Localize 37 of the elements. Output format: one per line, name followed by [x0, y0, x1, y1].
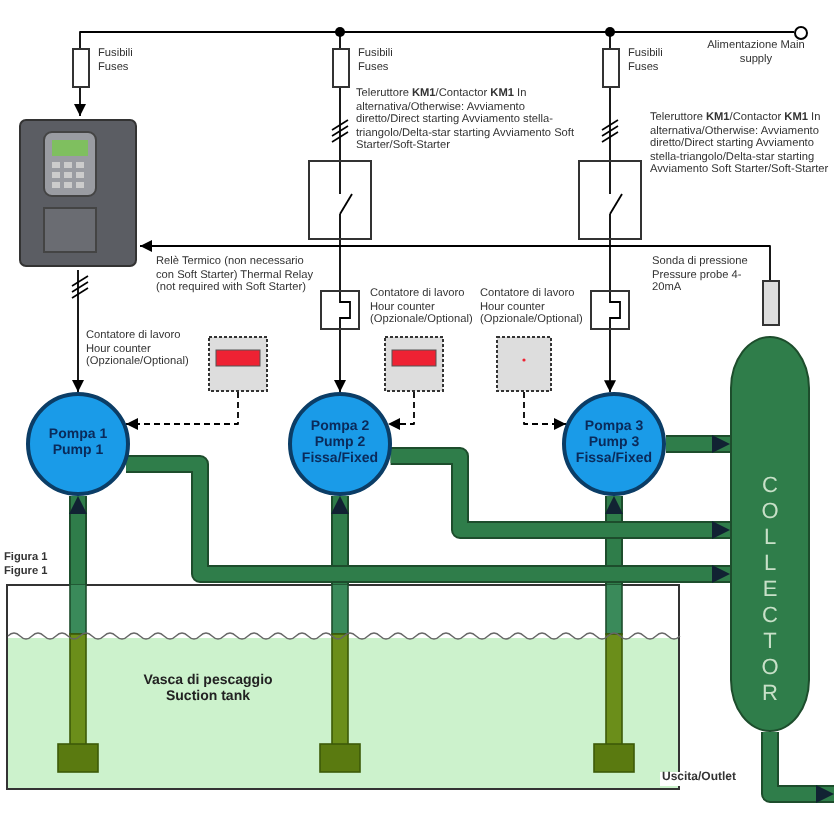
pump-circle — [26, 392, 130, 496]
contactor-box — [308, 160, 372, 240]
fuse-symbol — [602, 48, 620, 88]
collector-label: COLLECTOR — [761, 474, 779, 710]
thermal-relay-box — [590, 290, 630, 330]
power-line — [72, 269, 84, 393]
terminal-circle — [794, 26, 808, 40]
fuse-symbol — [72, 48, 90, 88]
pipe — [331, 496, 349, 584]
pipe — [390, 449, 730, 539]
signal-line — [523, 391, 567, 430]
signal-line — [139, 240, 771, 281]
thermal-relay-box — [320, 290, 360, 330]
power-line — [604, 329, 616, 394]
pipe — [763, 732, 834, 803]
power-line — [609, 239, 611, 291]
hour-counter-drawing — [496, 336, 552, 392]
inverter-drawing — [16, 116, 140, 270]
hour-counter-drawing — [208, 336, 268, 392]
collector-vessel — [730, 336, 810, 732]
power-line — [339, 87, 341, 161]
pressure-probe — [762, 280, 780, 326]
pipe — [666, 435, 730, 453]
power-line — [74, 87, 86, 117]
pump-circle — [562, 392, 666, 496]
pipe — [69, 496, 87, 584]
contactor-box — [578, 160, 642, 240]
power-line — [609, 87, 611, 161]
pump-circle — [288, 392, 392, 496]
fuse-symbol — [332, 48, 350, 88]
power-line — [334, 329, 346, 393]
pipe — [126, 457, 730, 583]
signal-line — [125, 391, 239, 430]
power-line — [339, 239, 341, 291]
hour-counter-drawing — [384, 336, 444, 392]
signal-line — [387, 391, 415, 430]
pipe — [605, 496, 623, 584]
